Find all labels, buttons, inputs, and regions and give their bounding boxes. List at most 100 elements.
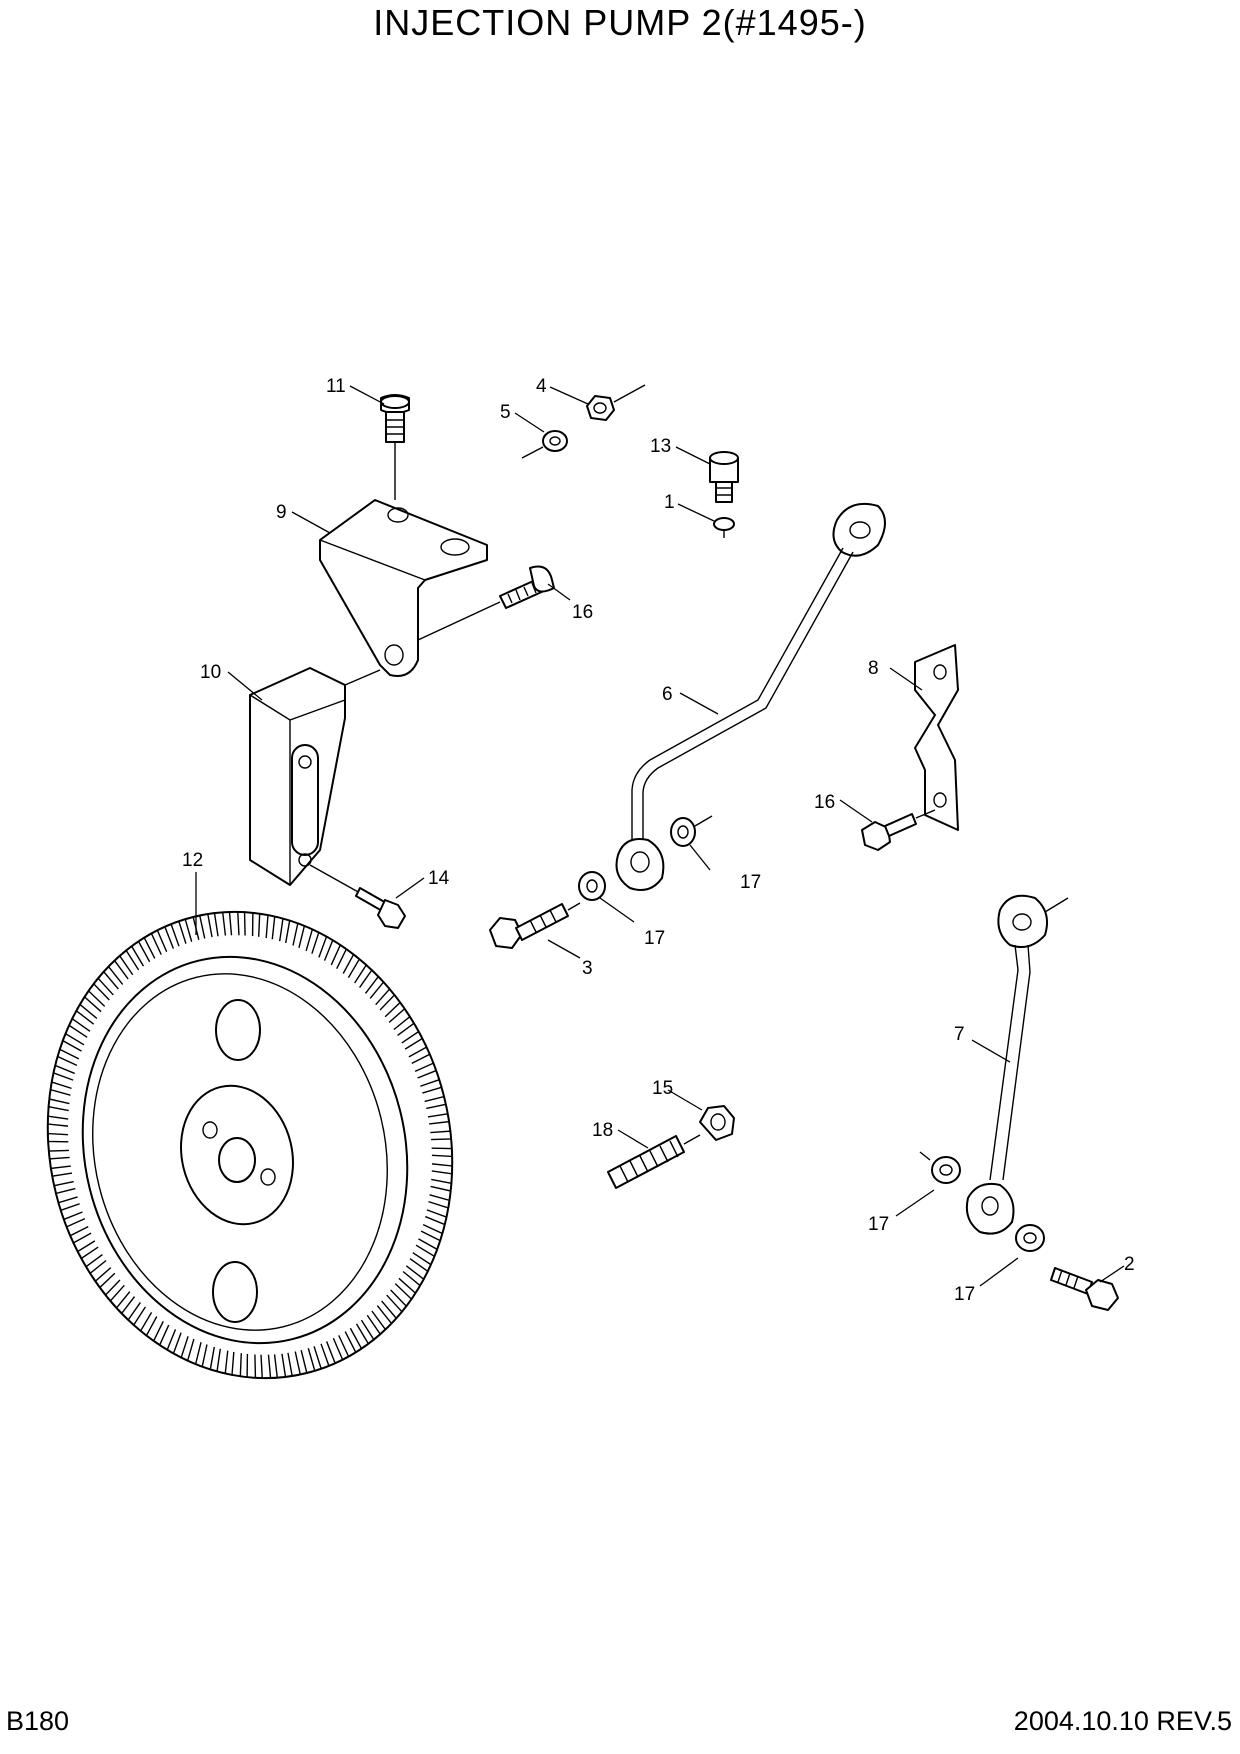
- callout-16-upper: 16: [572, 602, 593, 623]
- gear-tooth: [424, 1095, 447, 1110]
- gear-tooth: [137, 936, 156, 963]
- gear-tooth: [177, 918, 193, 944]
- gear-tooth: [318, 935, 334, 961]
- gear-tooth: [393, 1015, 415, 1037]
- revision-date: 2004.10.10 REV.5: [1013, 1706, 1232, 1736]
- part-3-bolt: [489, 902, 581, 949]
- gear-tooth: [47, 1098, 70, 1112]
- part-1-o-ring: [713, 517, 735, 538]
- gear-tooth: [209, 1346, 222, 1373]
- gear-tooth: [344, 1327, 363, 1354]
- part-2-bolt: [1050, 1267, 1119, 1311]
- gear-tooth: [224, 1350, 235, 1376]
- gear-tooth: [150, 929, 168, 955]
- gear-tooth: [166, 1329, 182, 1355]
- callout-4: 4: [536, 376, 547, 397]
- gear-tooth: [53, 1180, 76, 1195]
- part-14-bolt: [309, 864, 406, 929]
- gear-tooth: [394, 1277, 417, 1301]
- gear-tooth: [386, 1289, 408, 1313]
- gear-tooth: [305, 928, 320, 954]
- gear-tooth: [430, 1130, 452, 1141]
- gear-tooth: [127, 1302, 146, 1327]
- gear-tooth: [52, 1064, 75, 1081]
- gear-tooth: [330, 943, 348, 969]
- page-title: INJECTION PUMP 2(#1495-): [373, 2, 867, 43]
- gear-tooth: [163, 923, 180, 949]
- callout-labels: 11 4 5 13 1 9 16 10 6 8 16 12 14 17 17 3…: [182, 376, 1135, 1305]
- callout-3: 3: [582, 958, 593, 979]
- part-11-bolt: [380, 394, 410, 500]
- gear-tooth: [69, 1226, 92, 1244]
- gear-tooth: [68, 1017, 91, 1038]
- callout-17-c: 17: [868, 1214, 889, 1235]
- leader-lines: [195, 385, 1125, 1287]
- gear-tooth: [332, 1335, 350, 1361]
- part-4-nut: [586, 384, 646, 421]
- callout-15: 15: [652, 1078, 673, 1099]
- gear-tooth: [237, 911, 246, 936]
- part-9-bracket: [319, 499, 488, 677]
- gear-tooth: [401, 1030, 424, 1050]
- gear-tooth: [265, 914, 276, 940]
- gear-tooth: [180, 1336, 195, 1362]
- callout-12: 12: [182, 850, 203, 871]
- callout-7: 7: [954, 1024, 965, 1045]
- callout-18: 18: [592, 1120, 613, 1141]
- gear-tooth: [294, 1350, 308, 1376]
- part-10-spacer-block: [249, 667, 381, 886]
- gear-tooth: [47, 1115, 69, 1127]
- gear-tooth: [47, 1132, 69, 1143]
- callout-8: 8: [868, 658, 879, 679]
- callout-11: 11: [326, 376, 346, 397]
- part-17-washer-c: [919, 1151, 961, 1184]
- gear-tooth: [267, 1354, 279, 1379]
- callout-14: 14: [428, 868, 450, 889]
- gear-tooth: [320, 1341, 337, 1367]
- gear-tooth: [384, 1001, 406, 1023]
- gear-tooth: [376, 1300, 398, 1325]
- part-8-clamp-plate: [914, 644, 959, 831]
- gear-tooth: [366, 1310, 387, 1336]
- gear-tooth: [307, 1346, 323, 1372]
- gear-tooth: [415, 1238, 439, 1258]
- gear-tooth: [364, 975, 385, 999]
- gear-tooth: [420, 1223, 444, 1242]
- gear-tooth: [402, 1265, 425, 1287]
- page-code: B180: [6, 1706, 70, 1736]
- callout-17-a: 17: [740, 872, 761, 893]
- gear-tooth: [414, 1062, 438, 1079]
- gear-tooth: [83, 989, 106, 1013]
- part-17-washer-d: [1015, 1224, 1045, 1252]
- part-16-bolt-lower: [861, 809, 936, 851]
- gear-tooth: [139, 1311, 158, 1337]
- gear-tooth: [431, 1147, 453, 1158]
- callout-9: 9: [276, 502, 287, 523]
- gear-tooth: [408, 1046, 431, 1064]
- gear-tooth: [85, 1253, 107, 1275]
- gear-tooth: [430, 1178, 453, 1192]
- part-5-washer: [521, 430, 568, 459]
- gear-tooth: [50, 1165, 73, 1178]
- gear-tooth: [76, 1240, 99, 1260]
- gear-tooth: [102, 965, 124, 990]
- gear-tooth: [431, 1163, 453, 1175]
- callout-1: 1: [664, 492, 675, 513]
- callout-6: 6: [662, 684, 673, 705]
- gear-tooth: [425, 1209, 448, 1226]
- gear-tooth: [104, 1279, 125, 1302]
- gear-tooth: [355, 1319, 375, 1345]
- callout-16-lower: 16: [814, 792, 835, 813]
- gear-tooth: [62, 1211, 86, 1228]
- callout-17-d: 17: [954, 1284, 975, 1305]
- gear-tooth: [254, 1354, 263, 1379]
- gear-tooth: [56, 1048, 80, 1067]
- gear-tooth: [48, 1149, 70, 1160]
- callout-13: 13: [650, 436, 671, 457]
- gear-tooth: [375, 988, 396, 1011]
- gear-tooth: [61, 1032, 85, 1052]
- gear-tooth: [409, 1252, 432, 1273]
- gear-tooth: [239, 1353, 249, 1378]
- gear-tooth: [420, 1078, 443, 1094]
